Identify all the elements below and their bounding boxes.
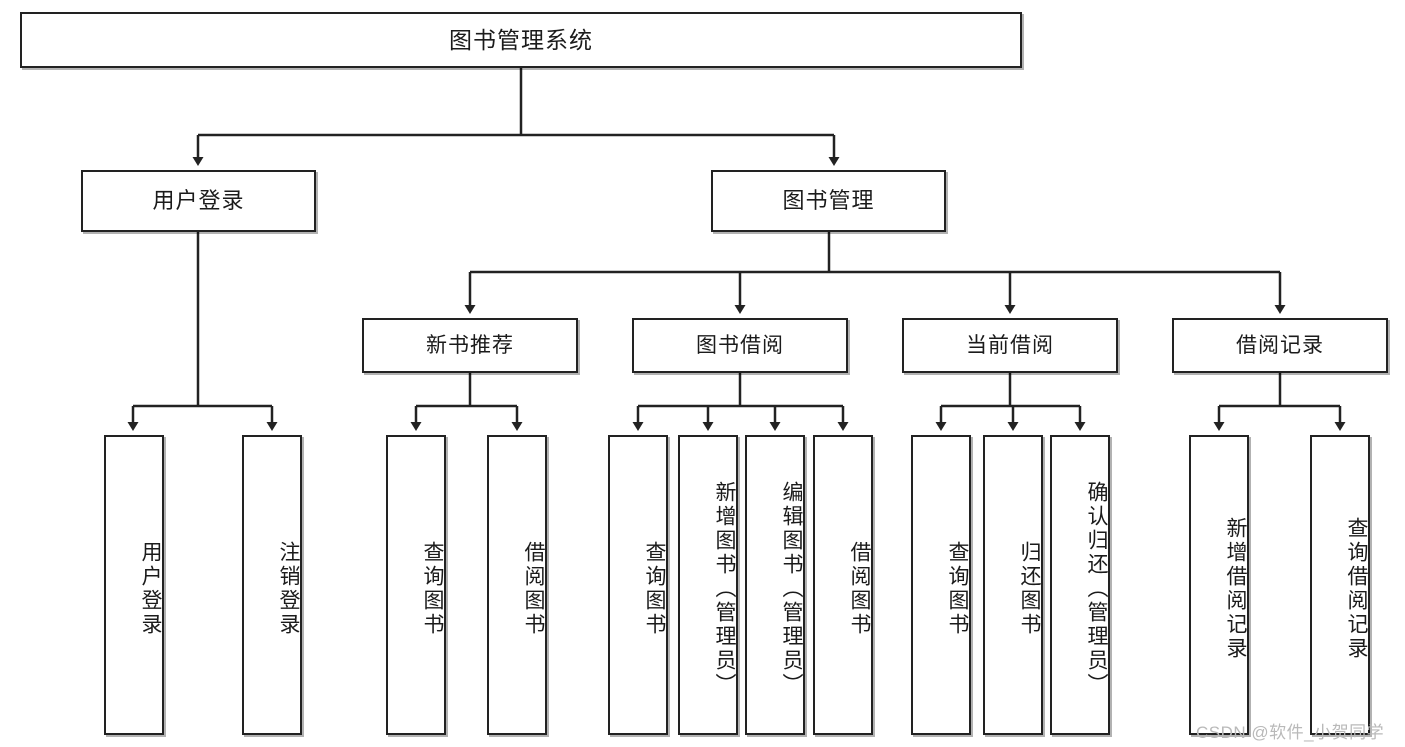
node-borrow-records[interactable]: 借阅记录 [1172,318,1388,373]
leaf-edit-book-admin[interactable]: 编辑图书（管理员） [745,435,805,735]
node-label: 用户登录 [152,187,245,213]
leaf-query-books-borrow[interactable]: 查询图书 [608,435,668,735]
node-label: 图书管理 [782,187,875,213]
node-label: 图书借阅 [696,333,784,357]
node-label: 新增图书（管理员） [713,481,736,697]
node-current-borrow[interactable]: 当前借阅 [902,318,1118,373]
node-label: 新增借阅记录 [1224,517,1247,661]
node-label: 借阅图书 [522,541,545,637]
node-label: 归还图书 [1018,541,1041,637]
leaf-confirm-return-admin[interactable]: 确认归还（管理员） [1050,435,1110,735]
watermark: CSDN @软件_小贺同学 [1196,723,1385,742]
leaf-borrow-books[interactable]: 借阅图书 [813,435,873,735]
node-label: 确认归还（管理员） [1085,481,1108,697]
node-label: 注销登录 [277,541,300,637]
leaf-query-borrow-record[interactable]: 查询借阅记录 [1310,435,1370,735]
node-label: 新书推荐 [426,333,514,357]
node-label: 当前借阅 [966,333,1054,357]
node-label: 借阅图书 [848,541,871,637]
node-new-book-recommendation[interactable]: 新书推荐 [362,318,578,373]
leaf-query-books-recommend[interactable]: 查询图书 [386,435,446,735]
leaf-return-books[interactable]: 归还图书 [983,435,1043,735]
node-user-login[interactable]: 用户登录 [81,170,316,232]
node-book-management[interactable]: 图书管理 [711,170,946,232]
leaf-query-books-current[interactable]: 查询图书 [911,435,971,735]
leaf-add-borrow-record[interactable]: 新增借阅记录 [1189,435,1249,735]
node-label: 图书管理系统 [449,26,593,53]
node-label: 查询图书 [946,541,969,637]
leaf-add-book-admin[interactable]: 新增图书（管理员） [678,435,738,735]
leaf-logout[interactable]: 注销登录 [242,435,302,735]
node-label: 借阅记录 [1236,333,1324,357]
node-root-system[interactable]: 图书管理系统 [20,12,1022,68]
node-label: 查询借阅记录 [1345,517,1368,661]
leaf-user-login[interactable]: 用户登录 [104,435,164,735]
leaf-borrow-books-recommend[interactable]: 借阅图书 [487,435,547,735]
node-label: 用户登录 [139,541,162,637]
node-label: 编辑图书（管理员） [780,481,803,697]
node-label: 查询图书 [421,541,444,637]
node-book-borrow[interactable]: 图书借阅 [632,318,848,373]
node-label: 查询图书 [643,541,666,637]
